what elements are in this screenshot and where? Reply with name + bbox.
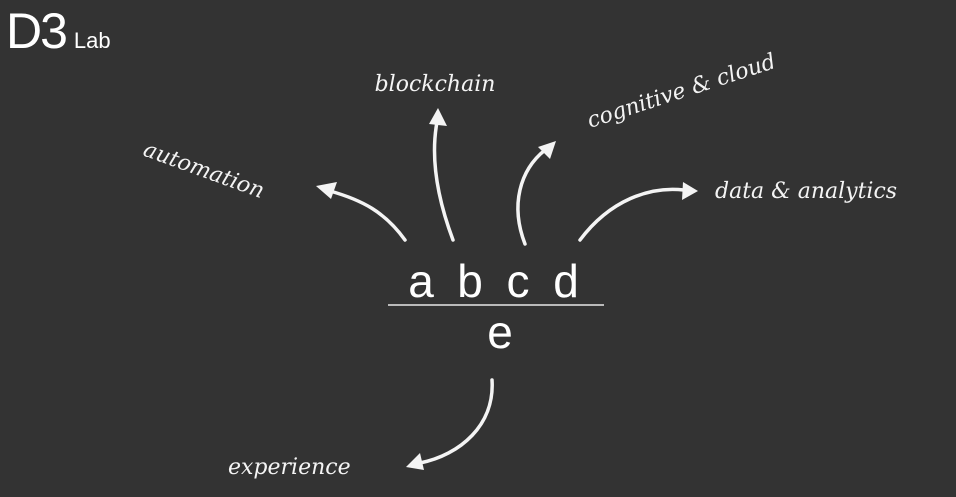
- label-cognitive-cloud: cognitive & cloud: [584, 49, 779, 134]
- label-experience: experience: [228, 455, 351, 480]
- label-blockchain: blockchain: [375, 72, 496, 97]
- label-data-analytics: data & analytics: [715, 179, 897, 204]
- arrow-experience: [406, 378, 494, 470]
- letter-c: c: [507, 255, 530, 307]
- logo-sub-text: Lab: [73, 28, 111, 53]
- arrow-data: [578, 182, 698, 242]
- letter-b: b: [457, 255, 483, 307]
- arrow-blockchain: [429, 108, 455, 242]
- arrow-automation: [316, 182, 407, 242]
- letter-a: a: [408, 255, 434, 307]
- logo-main-text: D3: [6, 3, 68, 59]
- label-automation: automation: [140, 137, 268, 204]
- letter-e: e: [487, 306, 513, 358]
- arrow-cognitive: [516, 141, 556, 246]
- letter-d: d: [553, 255, 579, 307]
